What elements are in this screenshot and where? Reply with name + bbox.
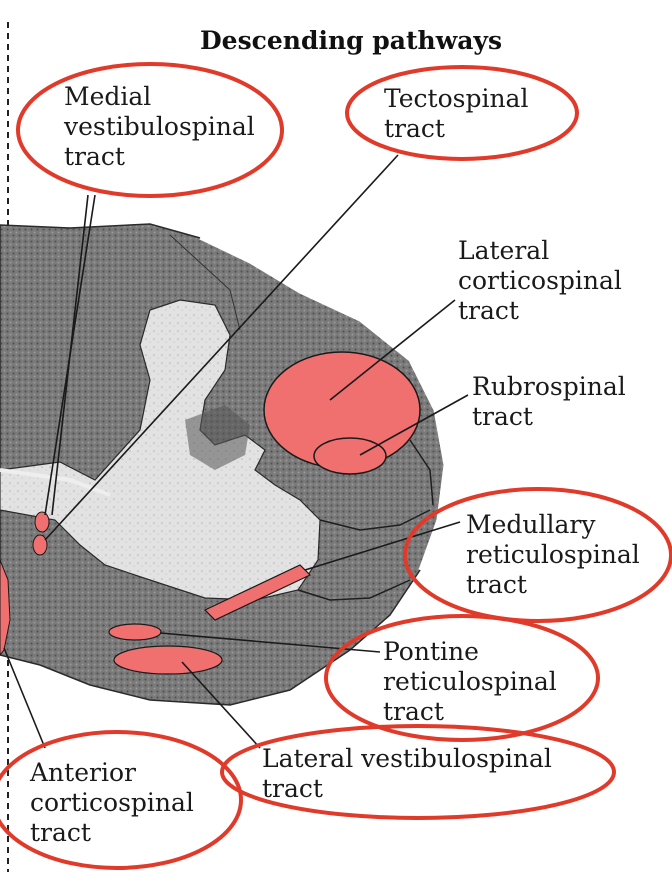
tract-lateral-vestibulospinal [113,645,223,675]
leader-medial-vestibulospinal-b [51,194,89,516]
circle-tectospinal [345,65,579,161]
red-circles [0,62,672,870]
anterior-fissure [0,468,111,497]
ventral-boundary-1 [319,509,431,531]
tract-anterior-corticospinal [0,559,11,656]
intermediate-zone [185,405,250,470]
label-anterior-corticospinal: Anterior corticospinal tract [30,758,194,847]
tract-pontine-reticulospinal [108,623,162,641]
leader-medullary-reticulospinal [304,521,461,571]
label-medial-vestibulospinal: Medial vestibulospinal tract [64,82,255,171]
label-lateral-corticospinal: Lateral corticospinal tract [458,236,622,325]
figure-title: Descending pathways [200,26,503,55]
label-tectospinal: Tectospinal tract [384,84,529,143]
leader-lateral-corticospinal [329,299,456,401]
pia-edge [199,236,447,571]
lateral-boundary [409,439,434,506]
tract-medullary-reticulospinal [203,564,312,621]
gray-matter [0,299,321,601]
circle-anterior-corticospinal [0,730,243,870]
label-medullary-reticulospinal: Medullary reticulospinal tract [466,510,640,599]
circle-lateral-vestibulospinal [220,724,616,820]
circle-medullary-reticulospinal [403,487,672,623]
label-pontine-reticulospinal: Pontine reticulospinal tract [383,637,557,726]
label-lateral-vestibulospinal: Lateral vestibulospinal tract [262,744,552,803]
circle-pontine-reticulospinal [324,614,600,742]
leader-anterior-corticospinal [3,647,46,749]
label-rubrospinal: Rubrospinal tract [472,372,626,431]
ventral-boundary-2 [297,579,411,601]
dorsal-column [169,234,241,331]
leader-rubrospinal [359,394,469,456]
circle-medial-vestibulospinal [16,62,284,198]
leader-tectospinal [44,154,399,541]
leader-lateral-vestibulospinal [181,661,261,749]
tract-tectospinal [32,534,48,556]
tract-medial-vestibulospinal [34,511,50,533]
tract-rubrospinal [313,437,387,475]
